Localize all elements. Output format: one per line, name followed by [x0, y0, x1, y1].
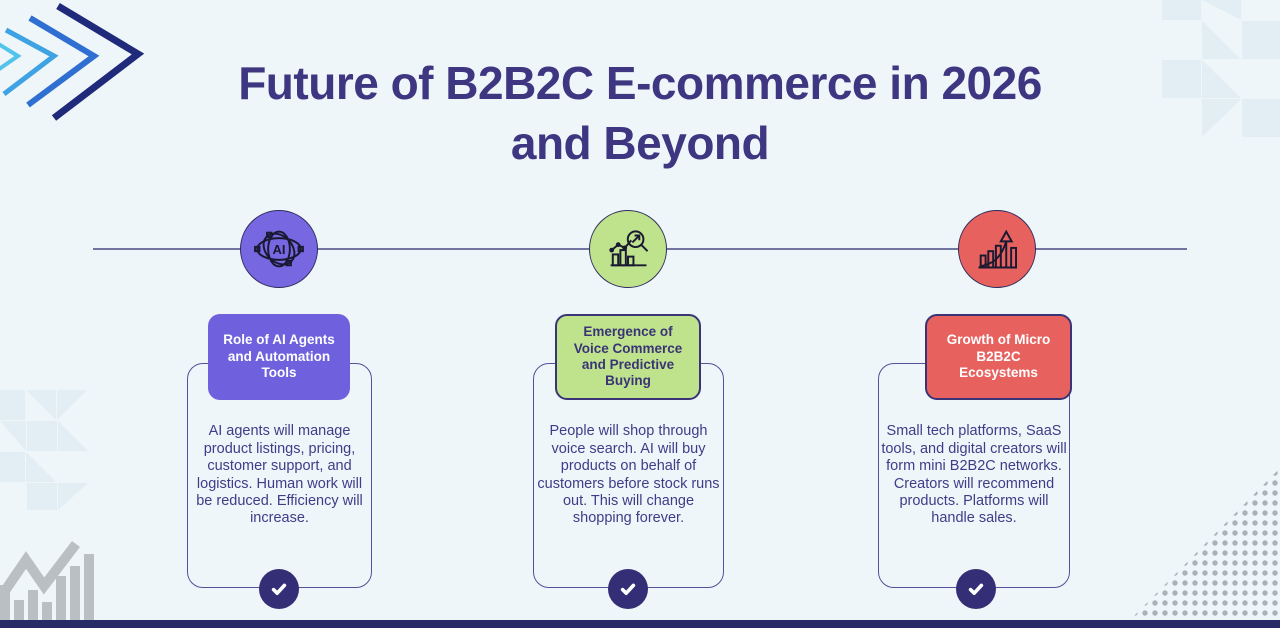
topic-card-micro-label: Growth of Micro B2B2C Ecosystems	[946, 332, 1051, 381]
topic-card-voice: Emergence of Voice Commerce and Predicti…	[555, 314, 701, 400]
topic-card-ai: Role of AI Agents and Automation Tools	[208, 314, 350, 400]
topic-card-micro: Growth of Micro B2B2C Ecosystems	[925, 314, 1072, 400]
halftone-dots-decoration	[1130, 468, 1280, 620]
checker-pattern-top-right-decoration	[1162, 0, 1280, 137]
check-badge-voice	[608, 569, 648, 609]
check-icon	[271, 583, 287, 595]
check-badge-micro	[956, 569, 996, 609]
description-card-voice: People will shop through voice search. A…	[533, 363, 724, 588]
topic-card-ai-label: Role of AI Agents and Automation Tools	[223, 332, 335, 381]
page-title-line1: Future of B2B2C E-commerce in 2026	[238, 56, 1042, 109]
topic-card-voice-label: Emergence of Voice Commerce and Predicti…	[573, 324, 683, 389]
check-badge-ai	[259, 569, 299, 609]
icon-circle-ai: AI	[240, 210, 318, 288]
svg-text:AI: AI	[272, 242, 285, 257]
bottom-accent-bar	[0, 620, 1280, 628]
growth-arrow-icon	[978, 229, 1017, 269]
icon-circle-voice	[589, 210, 667, 288]
page-title: Future of B2B2C E-commerce in 2026 and B…	[0, 53, 1280, 173]
description-text-ai: AI agents will manage product listings, …	[196, 423, 363, 527]
analytics-magnifier-icon	[609, 230, 649, 267]
page-title-line2: and Beyond	[510, 116, 770, 169]
ai-atom-icon: AI	[254, 230, 304, 268]
check-icon	[968, 583, 984, 595]
description-text-micro: Small tech platforms, SaaS tools, and di…	[881, 423, 1067, 527]
check-icon	[620, 583, 636, 595]
icon-circle-growth	[958, 210, 1036, 288]
gray-chart-decoration	[0, 540, 94, 628]
description-text-voice: People will shop through voice search. A…	[537, 423, 720, 527]
checker-pattern-left-decoration	[0, 390, 88, 510]
chevron-arrows-decoration	[0, 2, 145, 121]
description-card-ai: AI agents will manage product listings, …	[187, 363, 372, 588]
